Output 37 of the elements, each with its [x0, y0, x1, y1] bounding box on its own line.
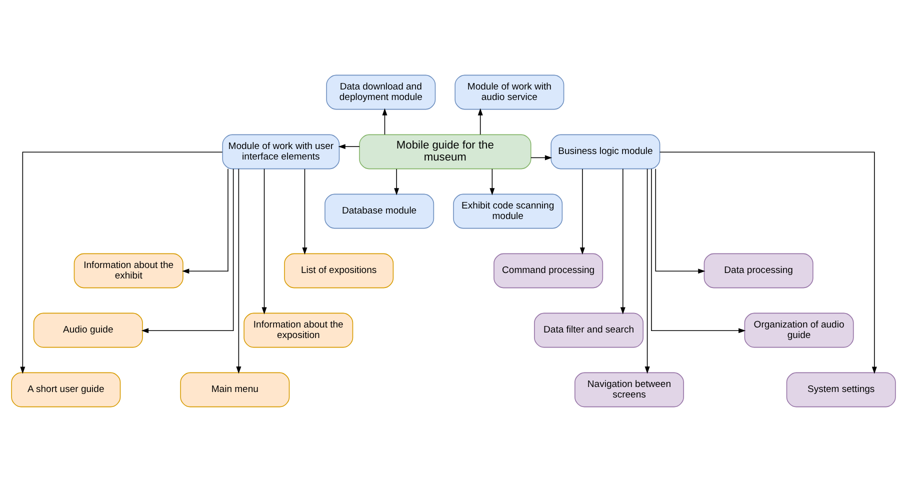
arrow — [478, 108, 483, 134]
node-box: Command processing — [494, 252, 604, 288]
node-box: Module of work with audio service — [454, 74, 564, 110]
node-box: Module of work with user interface elements — [222, 134, 340, 169]
node-box: Data processing — [704, 252, 814, 288]
node-box: Data filter and search — [534, 312, 644, 348]
arrow — [338, 144, 360, 149]
arrow — [182, 168, 228, 274]
arrow — [262, 168, 267, 314]
node-box: Audio guide — [33, 312, 143, 348]
node-box: Information about the exhibit — [74, 252, 184, 288]
node-box: System settings — [786, 372, 896, 407]
arrow — [394, 168, 400, 195]
arrow — [659, 151, 877, 374]
node-box: Business logic module — [550, 134, 660, 169]
arrow — [20, 151, 223, 374]
arrow — [141, 168, 234, 333]
arrow — [651, 168, 746, 333]
node-box: Database module — [324, 193, 434, 228]
arrow — [236, 168, 242, 374]
arrow — [655, 168, 706, 274]
node-box: Organization of audio guide — [744, 312, 854, 348]
node-box: Navigation between screens — [574, 372, 684, 407]
node-box: Main menu — [180, 372, 290, 407]
arrow — [620, 168, 626, 314]
node-box: Mobile guide for the museum — [359, 134, 532, 169]
arrow — [644, 168, 650, 374]
arrow — [580, 168, 585, 254]
arrow — [302, 168, 308, 254]
arrow — [530, 154, 552, 160]
node-box: Data download and deployment module — [326, 74, 436, 110]
arrow — [490, 168, 495, 195]
node-box: Information about the exposition — [244, 312, 354, 348]
arrow — [382, 108, 388, 134]
node-box: A short user guide — [11, 372, 121, 407]
node-box: List of expositions — [284, 252, 394, 288]
node-box: Exhibit code scanning module — [453, 193, 563, 228]
